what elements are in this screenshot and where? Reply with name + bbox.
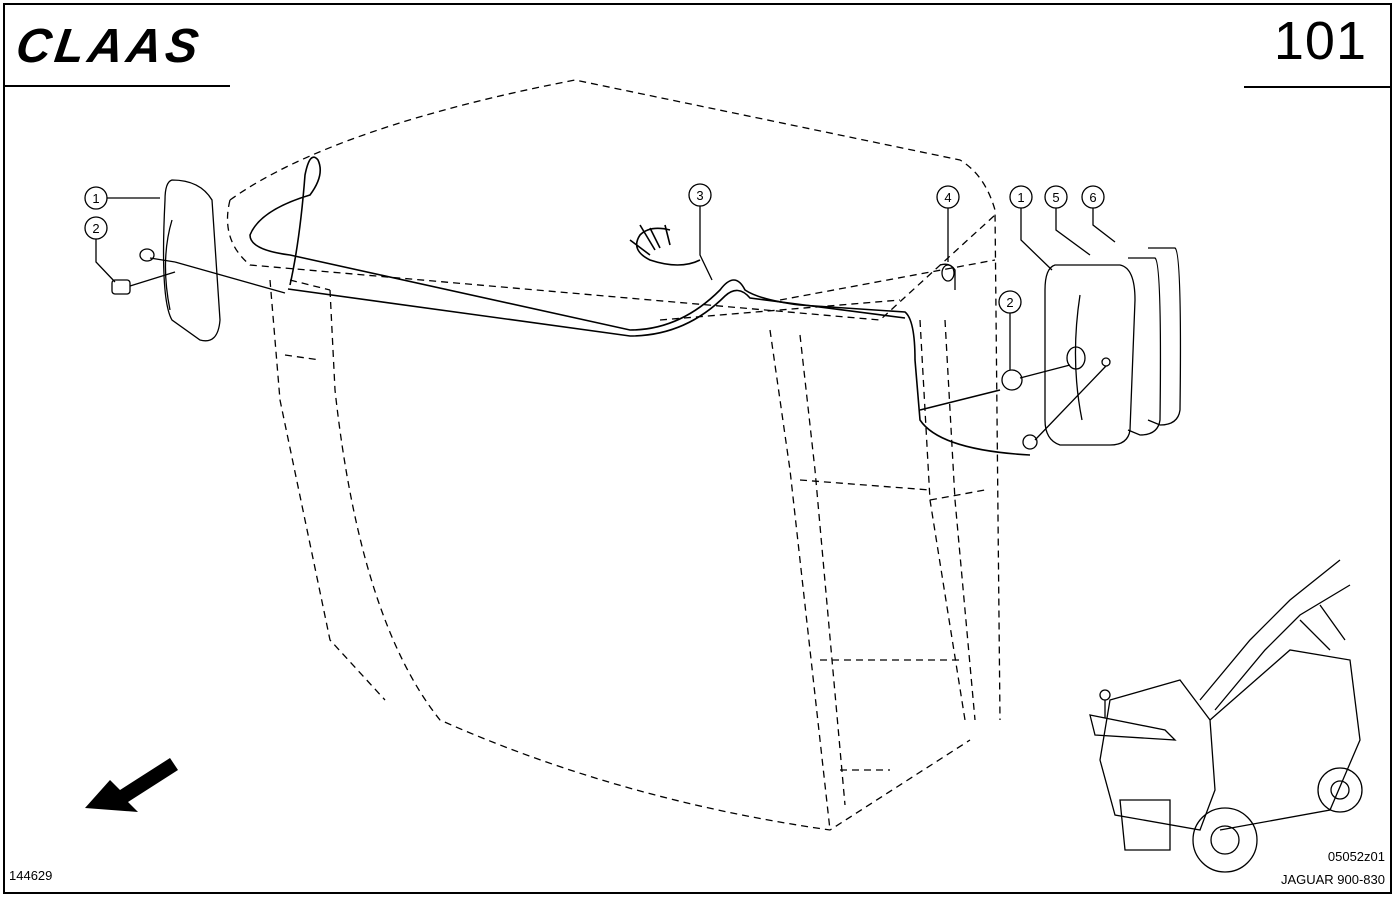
callout-circles: [84, 183, 1116, 370]
svg-text:CLAAS: CLAAS: [18, 22, 206, 68]
callout-label-4: 4: [944, 190, 951, 205]
logo-rule: [3, 85, 230, 87]
callout-label-1-right: 1: [1017, 190, 1024, 205]
wiring-harness: [249, 156, 1031, 456]
right-mirror: [939, 247, 1182, 450]
callout-label-5: 5: [1052, 190, 1059, 205]
callout-label-1-left: 1: [92, 191, 99, 206]
machine-overview-sketch: [1089, 559, 1363, 873]
direction-arrow-icon: [85, 758, 178, 812]
page-number: 101: [1273, 11, 1367, 71]
reference-code: 05052z01: [1327, 849, 1385, 864]
drawing-id: 144629: [9, 868, 53, 883]
page-frame: [3, 3, 1392, 894]
callout-label-2-right: 2: [1006, 295, 1013, 310]
callout-label-3: 3: [696, 188, 703, 203]
model-name: JAGUAR 900-830: [1280, 872, 1385, 887]
callout-label-2-left: 2: [92, 221, 99, 236]
page-number-rule: [1244, 86, 1392, 88]
callout-label-6: 6: [1089, 190, 1096, 205]
left-mirror: [111, 179, 286, 342]
cab-outline: [226, 79, 1001, 831]
claas-logo: CLAAS: [18, 22, 206, 68]
